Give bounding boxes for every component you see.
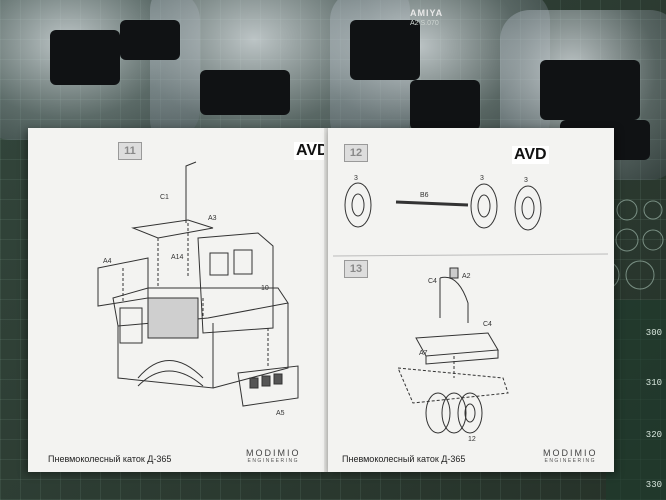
part-label-wheel1: 3: [354, 175, 358, 182]
part-label-b6: B6: [420, 192, 429, 199]
mat-brand-subtext: A2 S.070: [410, 20, 439, 27]
part-label-10: 10: [261, 285, 269, 292]
part-label-12: 12: [468, 436, 476, 443]
footer-title: Пневмоколесный каток Д-365: [48, 454, 172, 464]
part-label-a4: A4: [103, 258, 112, 265]
footer-title: Пневмоколесный каток Д-365: [342, 454, 466, 464]
part-label-c4: C4: [483, 321, 492, 328]
footer-brand: MODIMIO ENGINEERING: [246, 448, 301, 464]
sprue-part: [50, 30, 120, 85]
brand-name: MODIMIO: [543, 448, 598, 458]
brand-sub: ENGINEERING: [544, 458, 596, 464]
left-page: 11 AVD: [28, 128, 331, 472]
part-label-a2: A2: [462, 273, 471, 280]
sprue-part: [540, 60, 640, 120]
sprue-part: [200, 70, 290, 115]
step-number: 12: [344, 144, 368, 162]
ruler-tick: 330: [645, 480, 662, 490]
right-page: 12 AVD: [328, 128, 614, 472]
part-label-a7: A7: [419, 350, 428, 357]
sprue-part: [350, 20, 420, 80]
part-label-a5: A5: [276, 410, 285, 417]
part-label-c1: C1: [160, 194, 169, 201]
ruler-tick: 310: [645, 378, 662, 388]
avd-logo: AVD: [512, 146, 549, 164]
sprue-part: [410, 80, 480, 130]
wheels-axle-drawing: [332, 182, 609, 434]
brand-sub: ENGINEERING: [247, 458, 299, 464]
part-label-a3: A3: [208, 215, 217, 222]
sprue-part: [120, 20, 180, 60]
mat-ruler: 300 310 320 330: [606, 300, 666, 500]
ruler-tick: 300: [645, 328, 662, 338]
step-number: 11: [118, 142, 142, 160]
footer-brand: MODIMIO ENGINEERING: [543, 448, 598, 464]
roller-cabin-drawing: [97, 161, 299, 407]
part-label-wheel3: 3: [524, 177, 528, 184]
mat-brand-text: AMIYA: [410, 8, 444, 18]
part-label-wheel2: 3: [480, 175, 484, 182]
brand-name: MODIMIO: [246, 448, 301, 458]
part-label-a14: A14: [171, 254, 184, 261]
step-number: 13: [344, 260, 368, 278]
instruction-booklet: 11 AVD: [28, 128, 614, 472]
part-label-c4: C4: [428, 278, 437, 285]
ruler-tick: 320: [645, 430, 662, 440]
avd-logo: AVD: [294, 142, 331, 160]
